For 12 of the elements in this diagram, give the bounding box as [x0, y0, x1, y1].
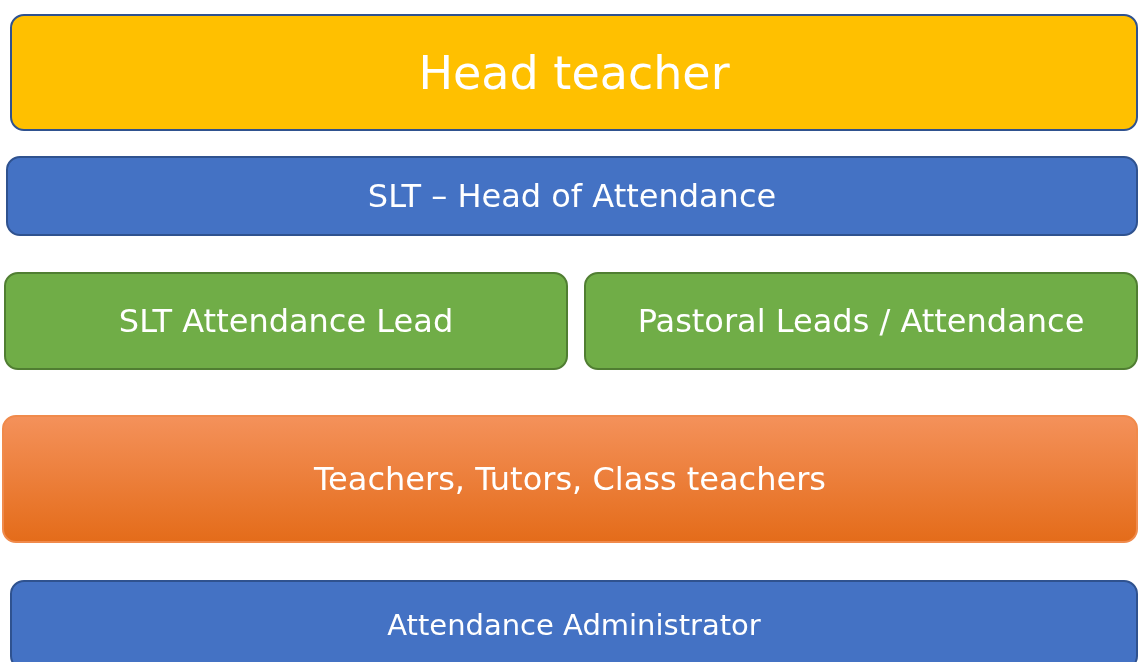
- role-label: Pastoral Leads / Attendance: [637, 302, 1085, 340]
- role-box: [6, 156, 1138, 236]
- role-box: [10, 580, 1138, 662]
- role-box: [10, 14, 1138, 131]
- role-label: Head teacher: [418, 45, 730, 100]
- role-box: [584, 272, 1138, 370]
- role-label: SLT Attendance Lead: [118, 302, 454, 340]
- role-box: [4, 272, 568, 370]
- role-label: SLT – Head of Attendance: [367, 177, 777, 215]
- role-label: Attendance Administrator: [387, 608, 761, 642]
- role-label: Teachers, Tutors, Class teachers: [314, 460, 826, 498]
- role-box: [2, 415, 1138, 543]
